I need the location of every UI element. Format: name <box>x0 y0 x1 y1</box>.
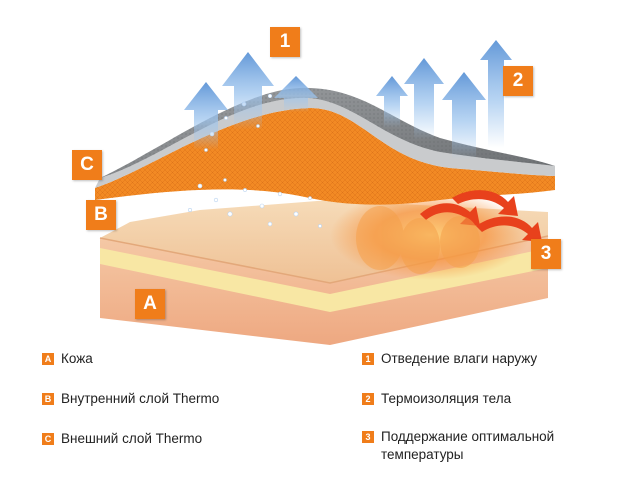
legend-item-outer-layer: C Внешний слой Thermo <box>42 430 202 448</box>
legend-label-inner-layer: Внутренний слой Thermo <box>61 391 220 406</box>
moisture-arrows <box>184 52 318 150</box>
marker-2: 2 <box>503 66 533 96</box>
marker-b: B <box>86 200 116 230</box>
legend-badge-2: 2 <box>362 393 374 405</box>
legend-badge-a: A <box>42 353 54 365</box>
legend-item-inner-layer: B Внутренний слой Thermo <box>42 390 219 408</box>
legend-item-temperature: 3 Поддержание оптимальной температуры <box>362 428 622 464</box>
legend-label-insulation: Термоизоляция тела <box>381 391 512 406</box>
legend-label-moisture: Отведение влаги наружу <box>381 351 538 366</box>
legend-item-insulation: 2 Термоизоляция тела <box>362 390 511 408</box>
marker-a: A <box>135 289 165 319</box>
skin-fat-layer <box>100 248 548 312</box>
legend-badge-3: 3 <box>362 431 374 443</box>
legend-item-skin: A Кожа <box>42 350 93 368</box>
marker-3: 3 <box>531 239 561 269</box>
legend-label-outer-layer: Внешний слой Thermo <box>61 431 203 446</box>
legend-label-skin: Кожа <box>61 351 93 366</box>
legend-badge-c: C <box>42 433 54 445</box>
legend-badge-1: 1 <box>362 353 374 365</box>
legend-label-temperature: Поддержание оптимальной температуры <box>381 429 555 462</box>
heat-bulges <box>356 206 480 274</box>
marker-1: 1 <box>270 27 300 57</box>
legend-item-moisture: 1 Отведение влаги наружу <box>362 350 537 368</box>
outer-layer-c <box>95 97 555 188</box>
marker-c: C <box>72 150 102 180</box>
legend-badge-b: B <box>42 393 54 405</box>
insulation-arrows <box>376 40 512 160</box>
